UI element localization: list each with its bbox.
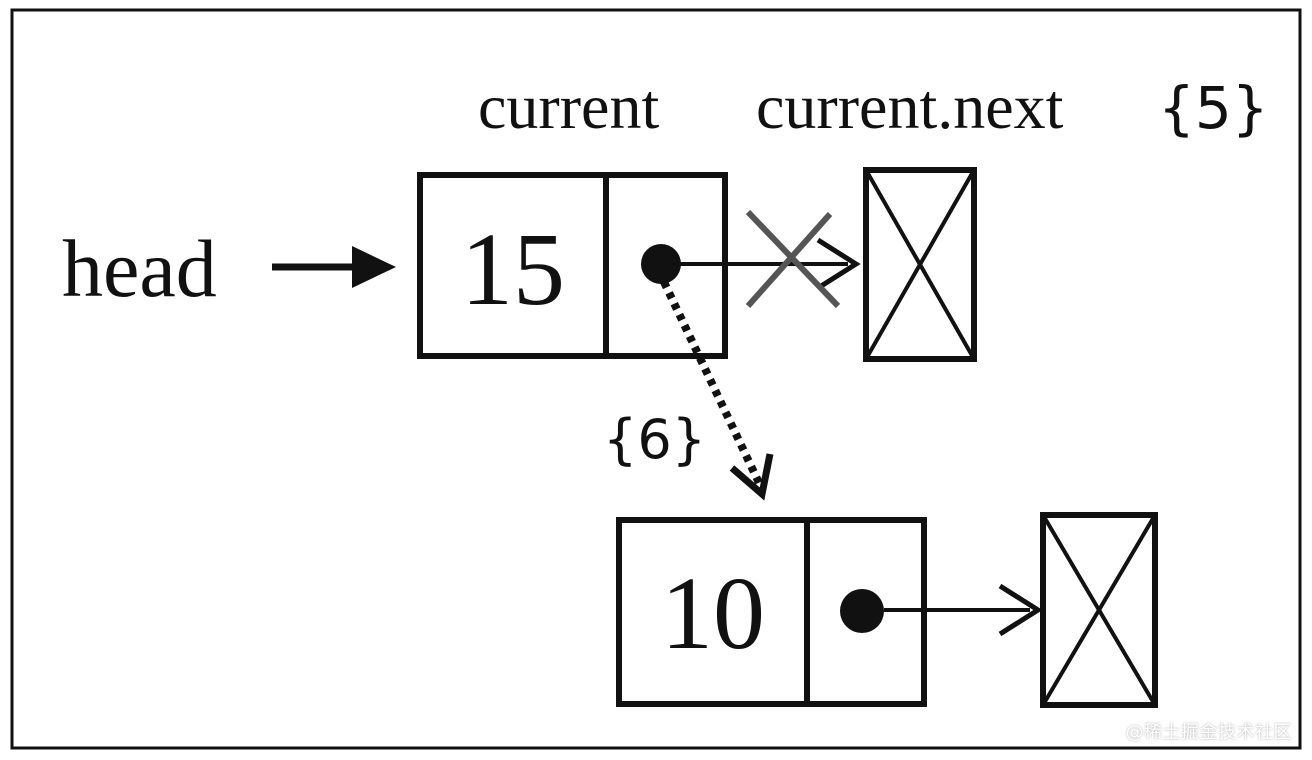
new-next-link-dotted — [660, 280, 764, 487]
node-10: 10 — [616, 517, 927, 707]
head-arrow-head — [352, 246, 396, 288]
node-15: 15 — [417, 172, 728, 359]
null-node-top — [863, 167, 977, 362]
original-next-arrowhead — [816, 237, 861, 291]
watermark-text: @稀土掘金技术社区 — [1125, 722, 1292, 743]
step-5-label: {5} — [1158, 74, 1269, 142]
diagram-frame — [10, 8, 1302, 750]
node-10-value: 10 — [661, 556, 765, 671]
head-label: head — [62, 223, 217, 314]
node-15-pointer-dot — [641, 244, 681, 284]
step-6-label: {6} — [603, 408, 706, 471]
current-label: current — [478, 71, 659, 142]
node-15-value: 15 — [461, 212, 565, 327]
node-10-next-arrowhead — [998, 583, 1043, 637]
current-next-label: current.next — [756, 71, 1064, 142]
node-10-pointer-dot — [840, 589, 884, 633]
removed-link-cross-icon — [745, 209, 841, 309]
null-node-bottom — [1040, 512, 1158, 708]
new-next-arrowhead — [729, 453, 774, 501]
